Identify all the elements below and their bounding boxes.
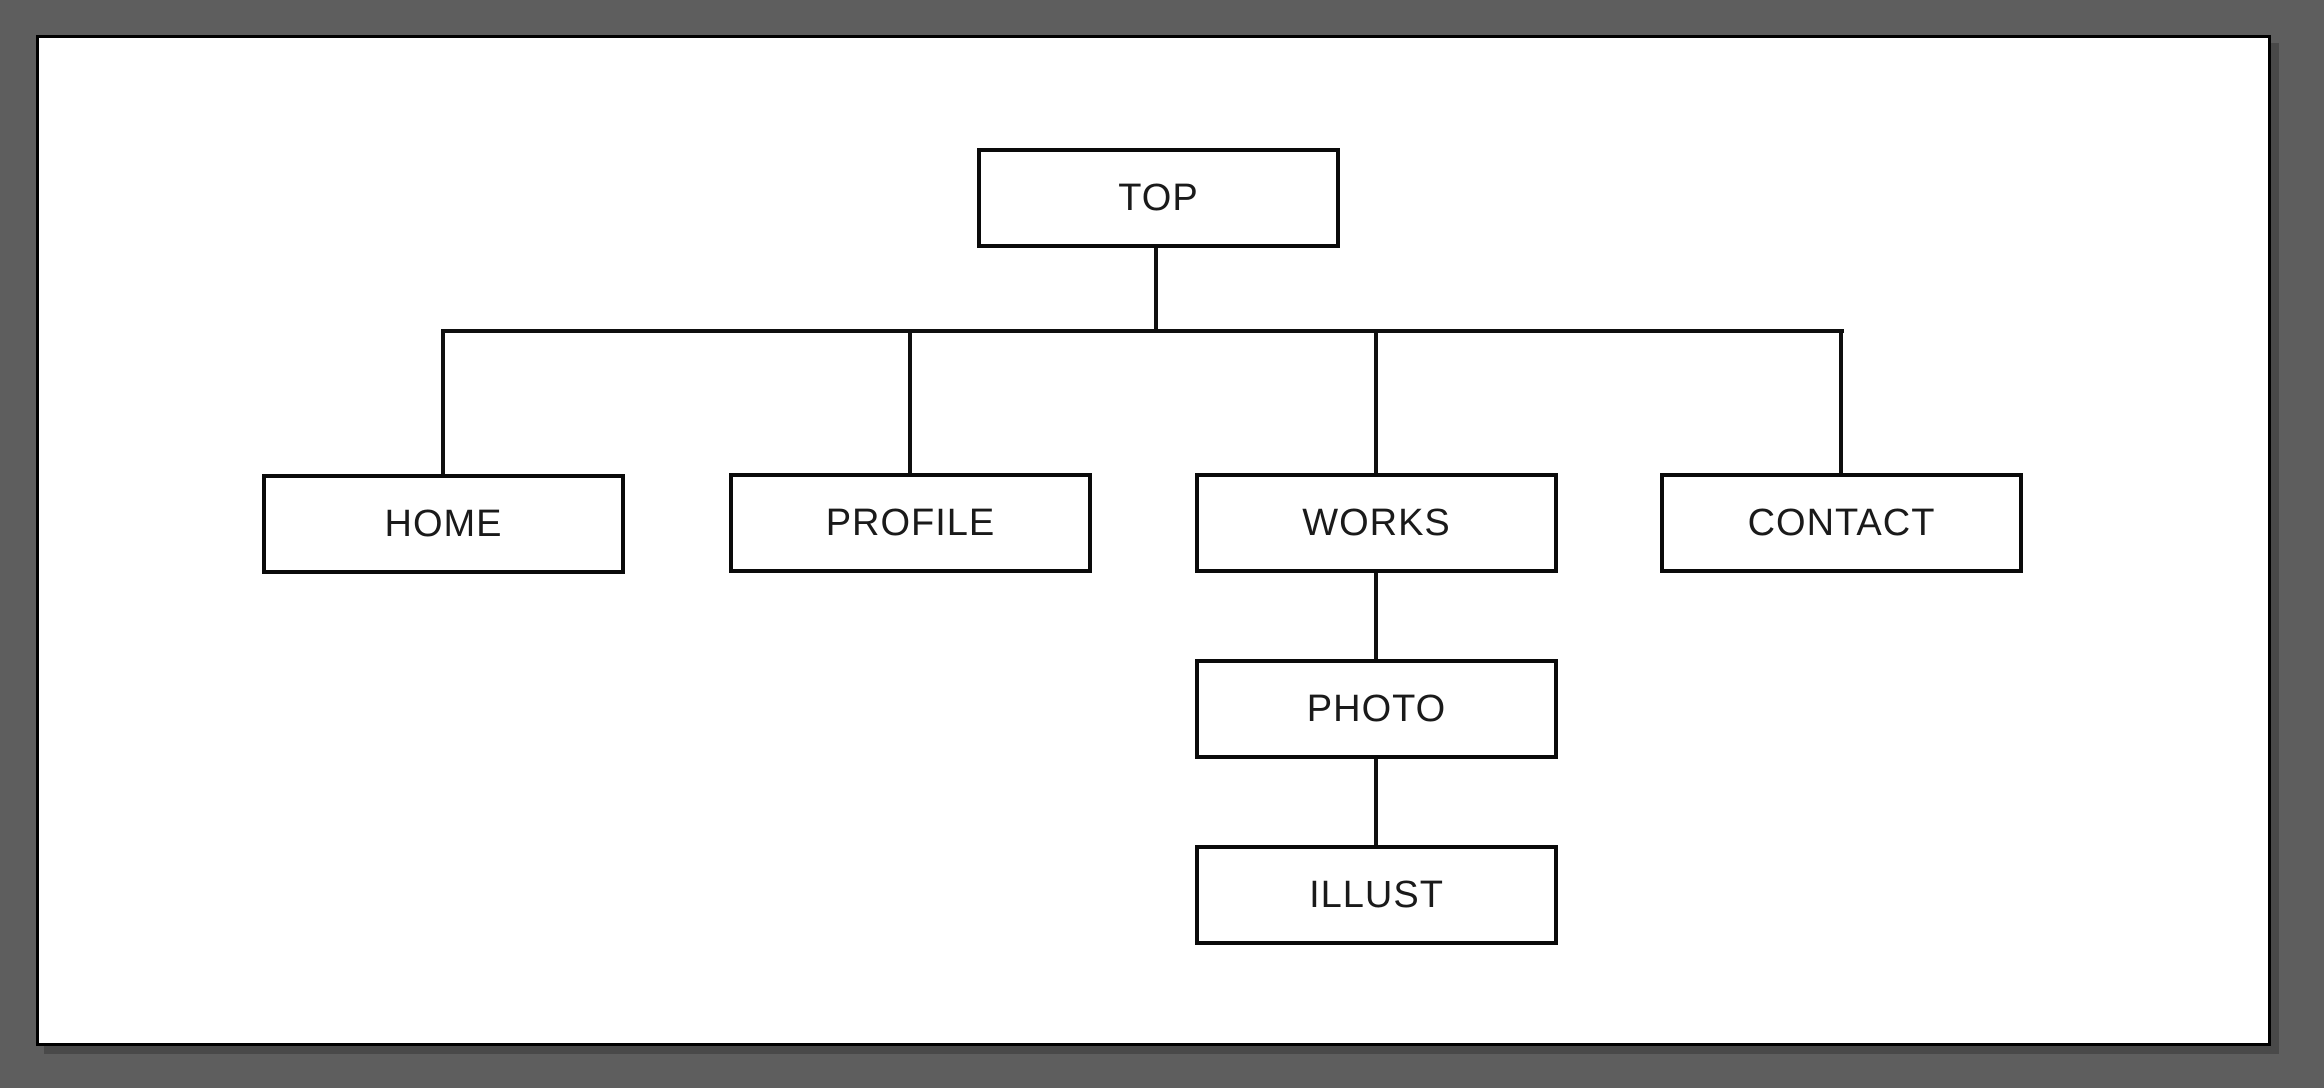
connector-horizontal-bus xyxy=(441,329,1844,333)
node-works: WORKS xyxy=(1195,473,1558,573)
node-profile: PROFILE xyxy=(729,473,1092,573)
node-contact: CONTACT xyxy=(1660,473,2023,573)
connector-photo-to-illust xyxy=(1374,758,1378,845)
node-contact-label: CONTACT xyxy=(1747,501,1936,544)
node-top: TOP xyxy=(977,148,1340,248)
node-photo: PHOTO xyxy=(1195,659,1558,759)
node-photo-label: PHOTO xyxy=(1306,687,1447,730)
node-home: HOME xyxy=(262,474,625,574)
node-illust-label: ILLUST xyxy=(1309,873,1444,916)
connector-bus-to-works xyxy=(1374,329,1378,473)
connector-bus-to-home xyxy=(441,329,445,474)
node-home-label: HOME xyxy=(384,502,503,545)
node-works-label: WORKS xyxy=(1302,501,1451,544)
connector-top-to-children xyxy=(1154,247,1158,332)
node-illust: ILLUST xyxy=(1195,845,1558,945)
node-profile-label: PROFILE xyxy=(825,501,996,544)
node-top-label: TOP xyxy=(1118,176,1199,219)
connector-works-to-photo xyxy=(1374,573,1378,659)
connector-bus-to-contact xyxy=(1839,329,1843,473)
connector-bus-to-profile xyxy=(908,329,912,473)
